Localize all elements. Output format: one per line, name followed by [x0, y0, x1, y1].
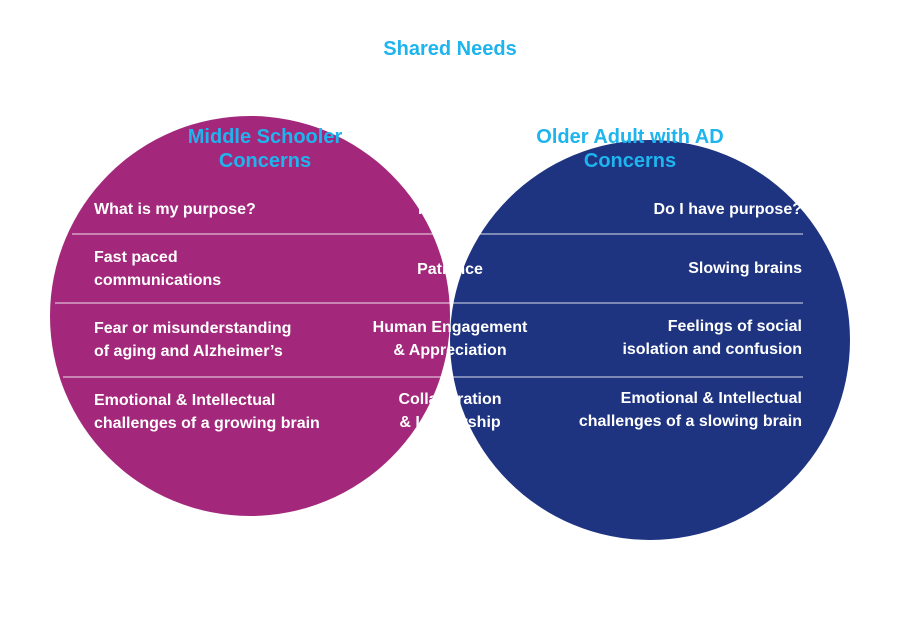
shared-item-engagement: Human Engagement& Appreciation: [372, 319, 528, 359]
shared-item-patience: Patience: [417, 261, 483, 278]
shared-needs-title: Shared Needs: [383, 38, 517, 60]
left-item-purpose: What is my purpose?: [94, 201, 256, 218]
left-circle: [50, 116, 450, 516]
shared-item-collaboration: Collaboration& Leadership: [398, 391, 502, 431]
right-item-slowing-brains: Slowing brains: [688, 260, 802, 277]
right-item-purpose: Do I have purpose?: [653, 201, 802, 218]
shared-item-purpose: Purpose: [417, 201, 482, 218]
right-circle: [450, 140, 850, 540]
